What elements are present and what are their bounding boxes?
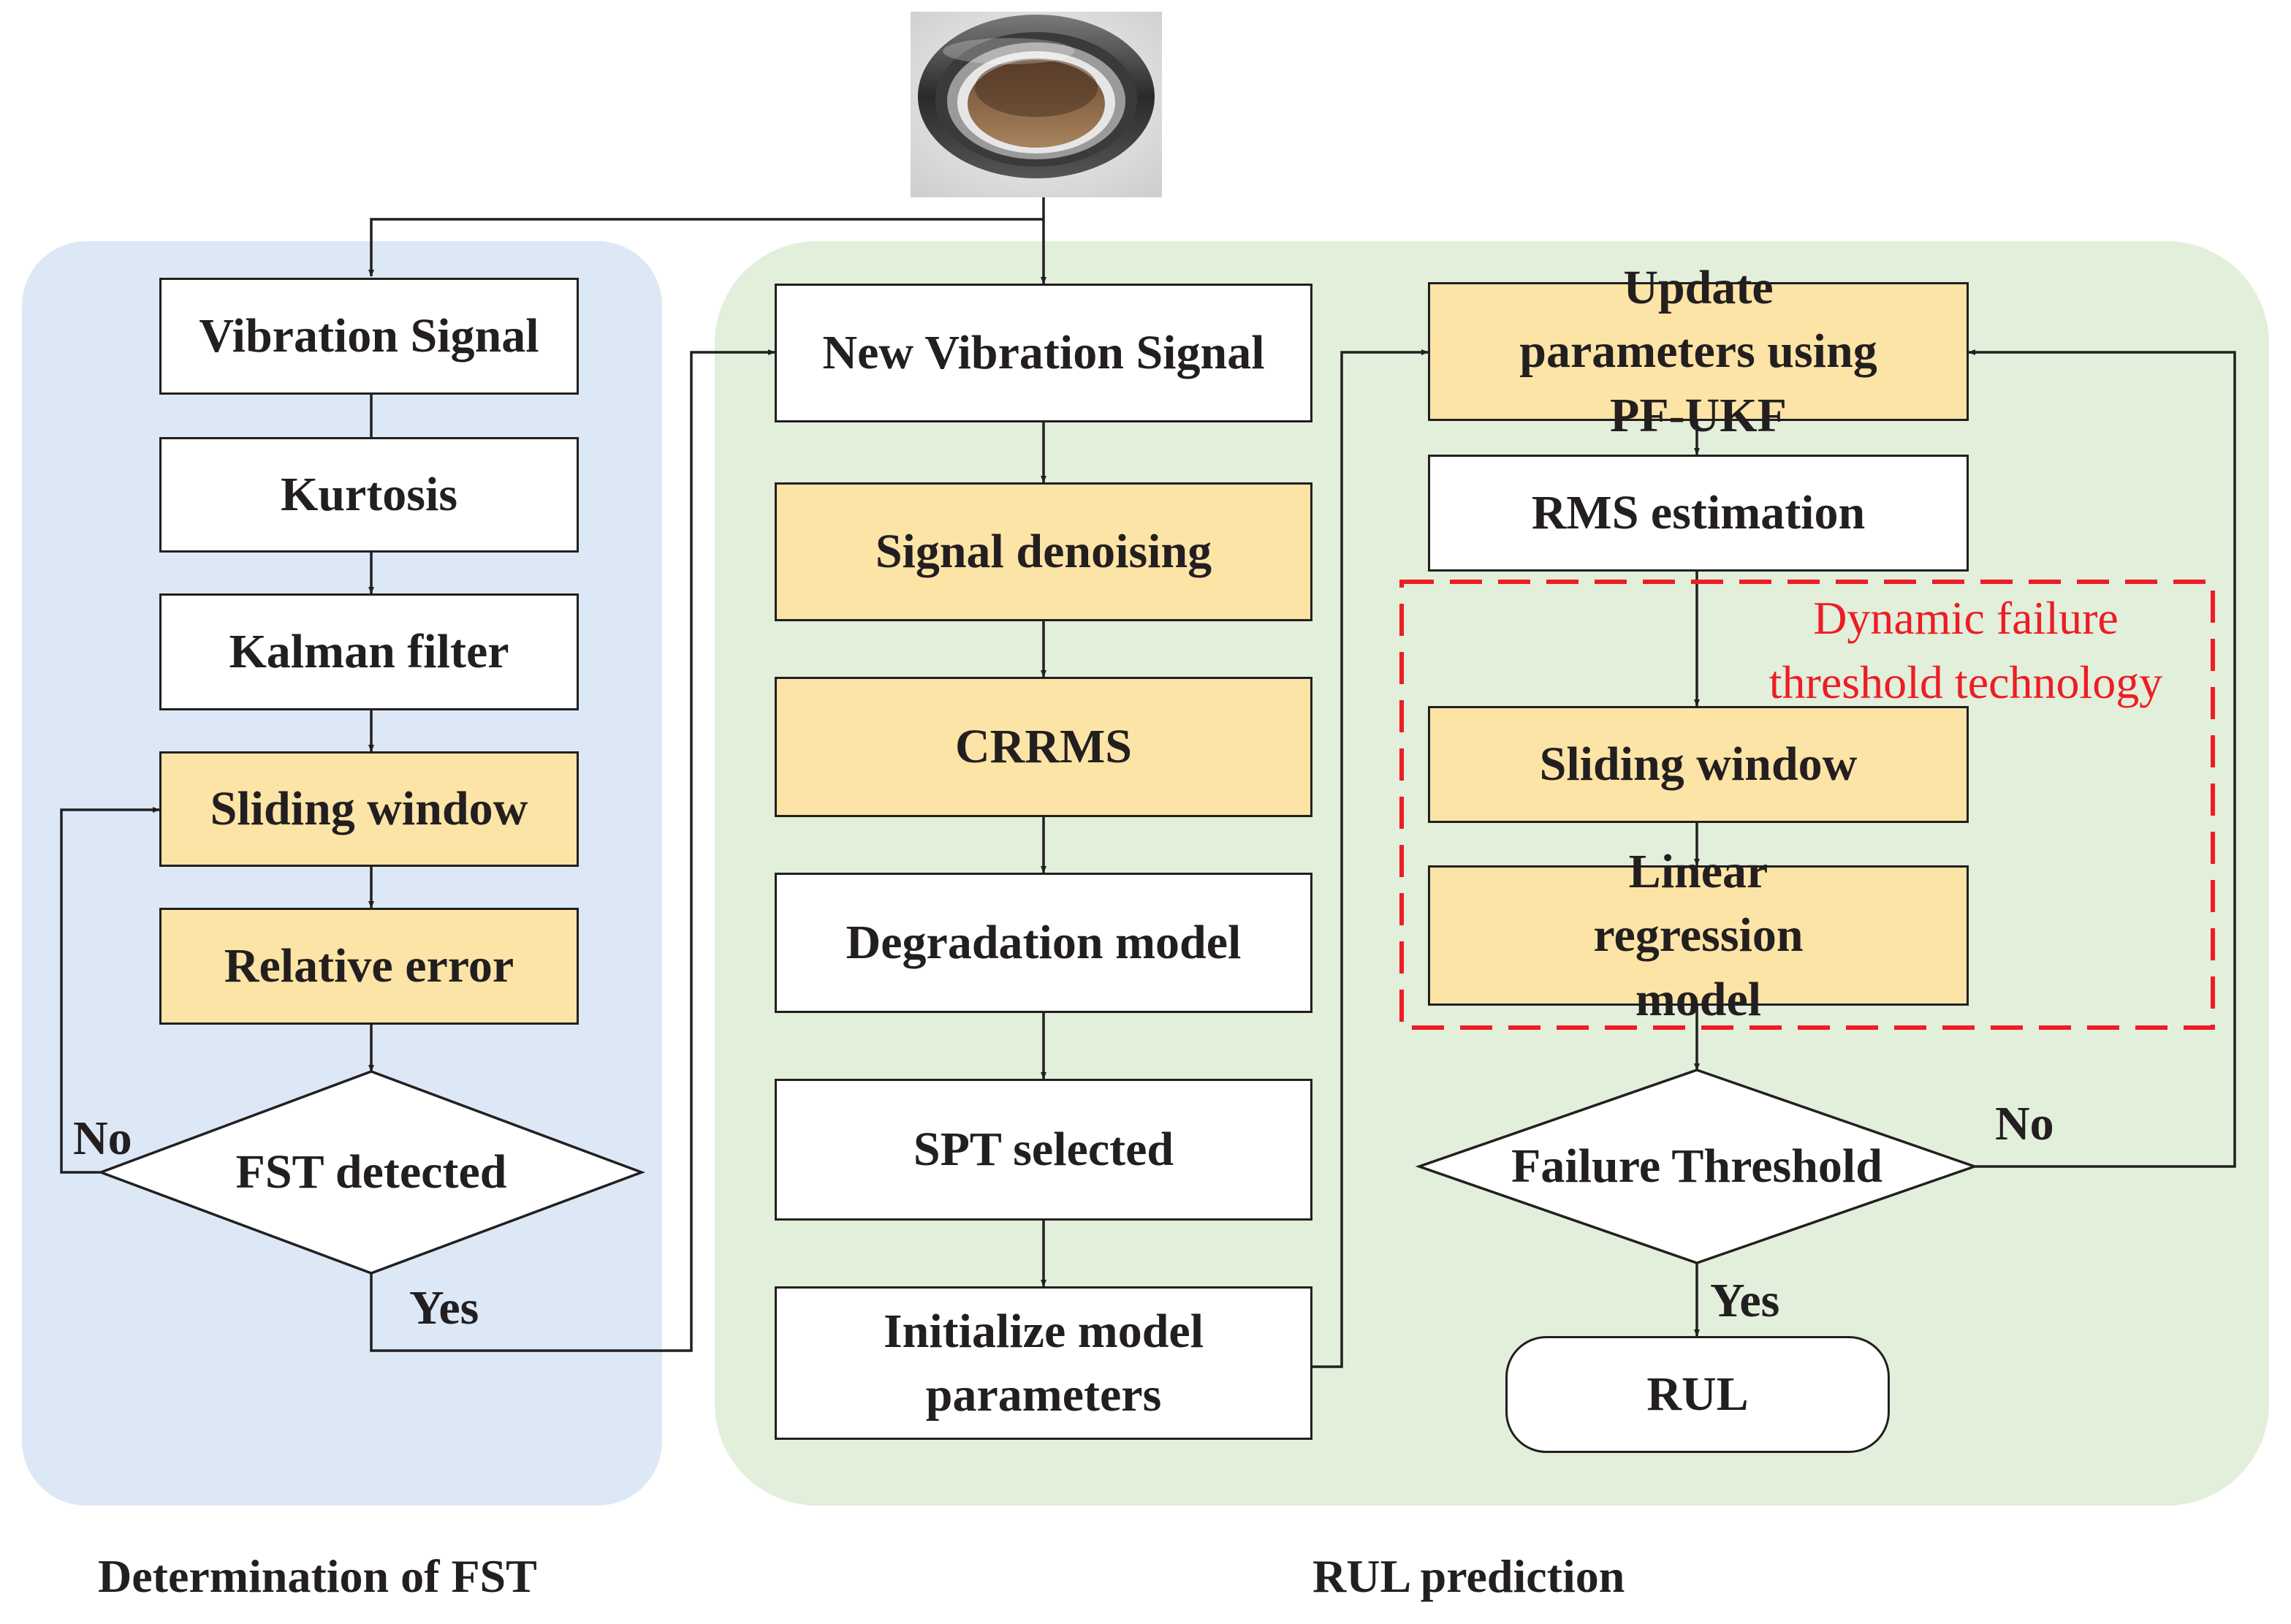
fst-detected-label: FST detected xyxy=(235,1145,507,1199)
sliding-window-box: Sliding window xyxy=(159,751,579,867)
initialize-model-parameters-box: Initialize model parameters xyxy=(775,1286,1312,1440)
dynamic-threshold-label: Dynamic failure threshold technology xyxy=(1768,592,2163,709)
signal-denoising-box: Signal denoising xyxy=(775,482,1312,621)
update-parameters-box: Update parameters using PF-UKF xyxy=(1428,261,1969,442)
threshold-no-label: No xyxy=(1995,1097,2054,1150)
fst-no-label: No xyxy=(73,1112,132,1165)
dynamic-threshold-region xyxy=(1399,580,2215,1030)
rul-panel-caption: RUL prediction xyxy=(1312,1550,1625,1602)
rul-terminal: RUL xyxy=(1505,1336,1890,1453)
crrms-box: CRRMS xyxy=(775,677,1312,817)
degradation-model-box: Degradation model xyxy=(775,873,1312,1013)
fst-panel-caption: Determination of FST xyxy=(98,1550,537,1602)
failure-threshold-label: Failure Threshold xyxy=(1511,1139,1882,1193)
linear-regression-model-box: Linear regression model xyxy=(1428,845,1969,1026)
threshold-yes-label: Yes xyxy=(1710,1274,1780,1327)
relative-error-box: Relative error xyxy=(159,908,579,1025)
rms-estimation-box: RMS estimation xyxy=(1428,455,1969,572)
fst-yes-label: Yes xyxy=(409,1281,479,1335)
kalman-filter-box: Kalman filter xyxy=(159,593,579,710)
failure-threshold-diamond xyxy=(1415,1069,1979,1264)
kurtosis-box: Kurtosis xyxy=(159,437,579,553)
new-vibration-signal-box: New Vibration Signal xyxy=(775,284,1312,422)
fst-panel xyxy=(22,241,662,1506)
spt-selected-box: SPT selected xyxy=(775,1079,1312,1221)
bearing-image xyxy=(911,12,1162,197)
vibration-signal-box: Vibration Signal xyxy=(159,278,579,395)
fst-detected-diamond xyxy=(96,1070,646,1275)
sliding-window-dynamic-box: Sliding window xyxy=(1428,706,1969,823)
